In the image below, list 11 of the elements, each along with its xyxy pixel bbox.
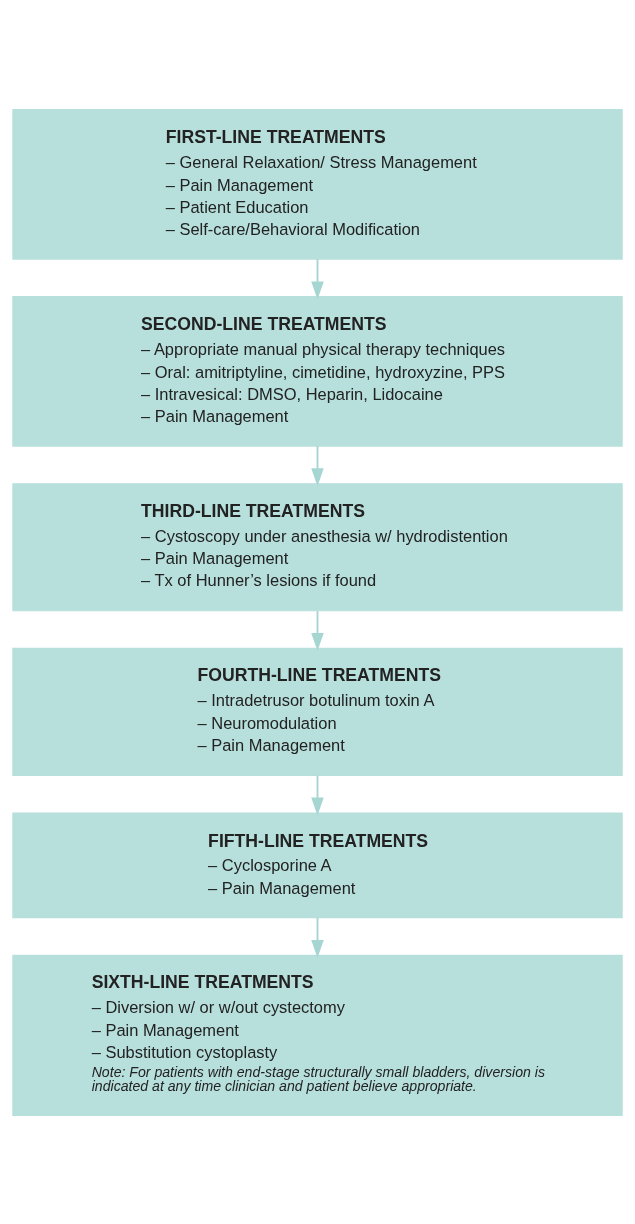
arrow [311,609,324,651]
arrow [311,257,324,299]
node-box: SIXTH-LINE TREATMENTS – Diversion w/ or w/out cystectomy – Pain Management – Substitution cystoplasty Note: For patients with end-stage structurally small bladders, diversion is indicated at any time clinician and patient believe appropriate. [12,954,623,1116]
node-box: FIRST-LINE TREATMENTS – General Relaxation/ Stress Management – Pain Management – Patient Education – Self-care/Behavioral Modification [12,108,623,260]
arrow [311,916,324,958]
arrow [311,444,324,486]
node-box: FOURTH-LINE TREATMENTS – Intradetrusor botulinum toxin A – Neuromodulation – Pain Management [12,647,623,776]
node-box: FIFTH-LINE TREATMENTS – Cyclosporine A – Pain Management [12,811,623,918]
node-box: THIRD-LINE TREATMENTS – Cystoscopy under anesthesia w/ hydrodistention – Pain Management – Tx of Hunner’s lesions if found [12,482,623,611]
arrow [311,773,324,815]
node-box: SECOND-LINE TREATMENTS – Appropriate manual physical therapy techniques – Oral: amitriptyline, cimetidine, hydroxyzine, PPS – Intravesical: DMSO, Heparin, Lidocaine – Pain Management [12,295,623,447]
